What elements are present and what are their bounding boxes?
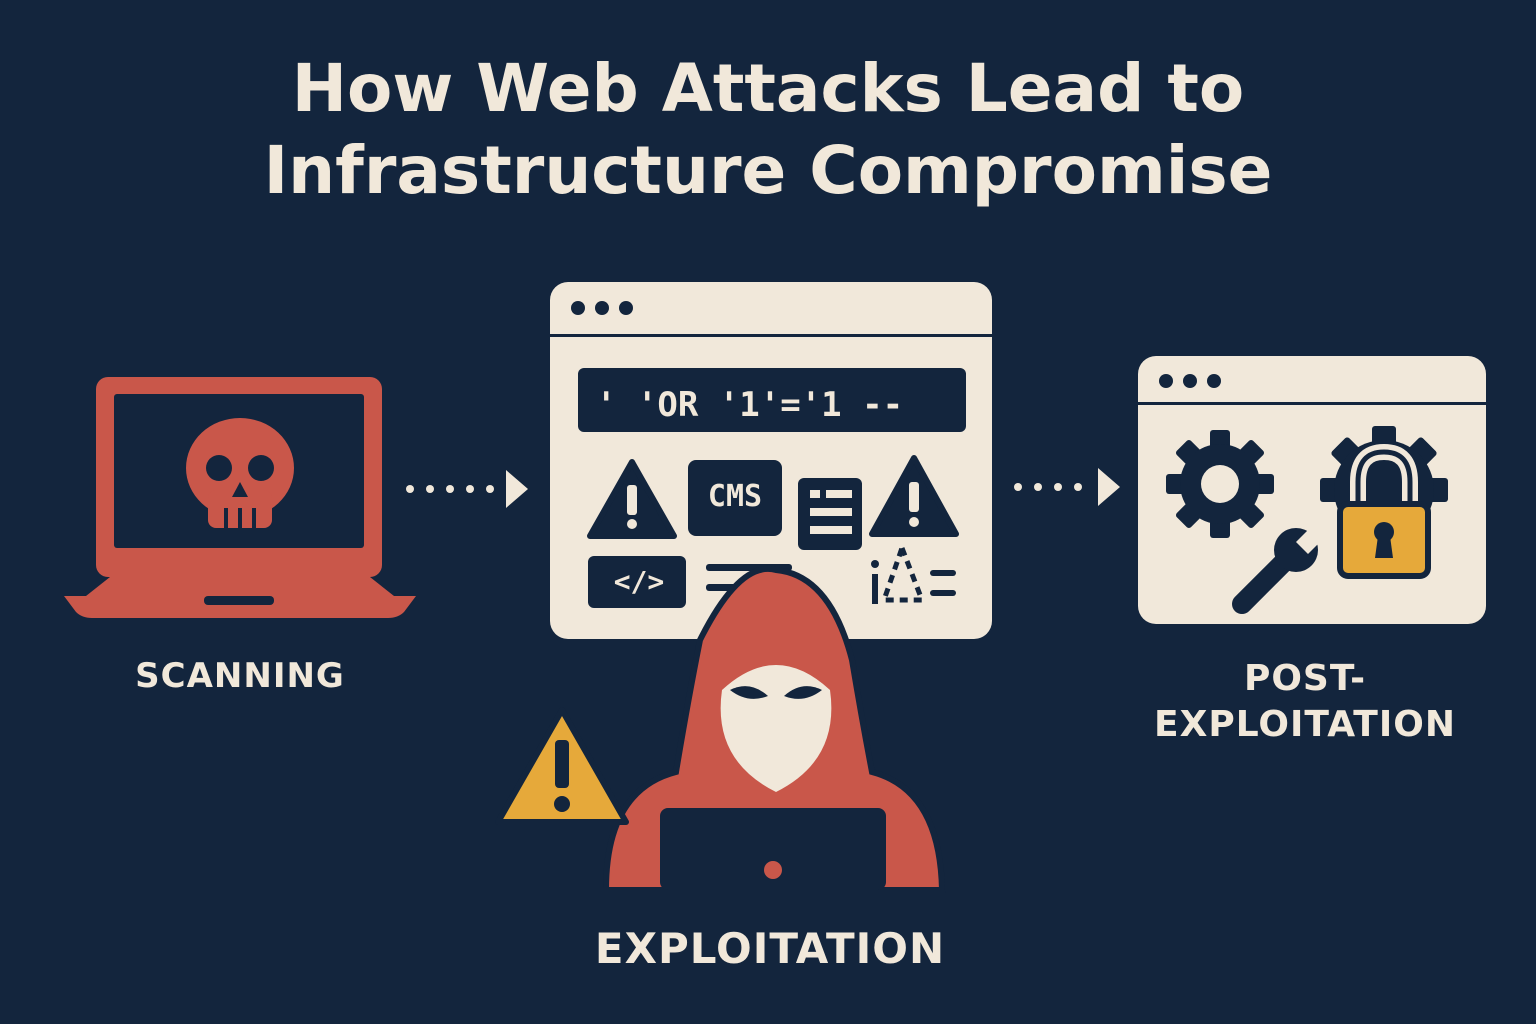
- stage-label-post-line-1: POST-: [1243, 658, 1367, 699]
- title-line-1: How Web Attacks Lead to: [291, 50, 1245, 127]
- stage-label-post-exploitation: POST- EXPLOITATION: [1110, 656, 1500, 748]
- warning-icon: [869, 455, 959, 537]
- sql-injection-payload: ' 'OR '1'='1 --: [596, 385, 904, 425]
- stage-label-exploitation: EXPLOITATION: [594, 924, 946, 973]
- warning-icon: [587, 459, 677, 539]
- title-line-2: Infrastructure Compromise: [263, 132, 1273, 209]
- hacker-icon: [602, 565, 946, 893]
- skull-icon: [186, 418, 294, 528]
- sql-input-box: [578, 368, 966, 432]
- warning-icon: [495, 707, 629, 825]
- broken-warning-icon: [871, 540, 956, 604]
- padlock-icon: [1337, 443, 1431, 579]
- arrow-right-icon: [406, 470, 528, 508]
- cms-label: CMS: [707, 479, 763, 514]
- cms-badge: [688, 460, 782, 536]
- document-icon: [798, 478, 862, 550]
- code-label: </>: [613, 565, 665, 598]
- code-badge: [588, 556, 686, 608]
- wrench-icon: [1232, 520, 1330, 614]
- arrow-right-icon: [1014, 468, 1120, 506]
- diagram-title: How Web Attacks Lead to Infrastructure C…: [0, 48, 1536, 212]
- stage-label-scanning: SCANNING: [135, 656, 345, 696]
- gear-icon: [1166, 430, 1274, 538]
- stage-label-post-line-2: EXPLOITATION: [1154, 704, 1456, 745]
